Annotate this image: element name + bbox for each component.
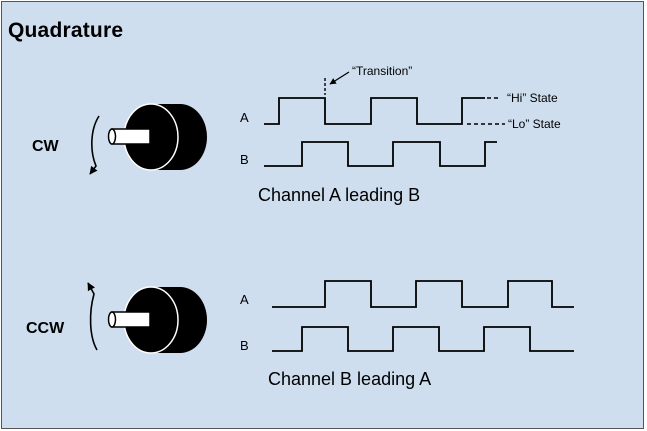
- cw-channel-a-label: A: [240, 110, 249, 125]
- cw-channel-b-waveform: [264, 141, 497, 167]
- ccw-rotation-arrow-icon: [87, 282, 98, 351]
- cw-channel-b-label: B: [240, 152, 249, 167]
- cw-rotation-arrow-icon: [89, 115, 100, 175]
- lo-state-annotation: “Lo” State: [508, 117, 561, 131]
- transition-pointer: [329, 71, 350, 85]
- ccw-motor-icon: [107, 286, 207, 354]
- ccw-channel-a-waveform: [272, 280, 574, 308]
- cw-channel-a-waveform: [264, 97, 485, 125]
- figure-title: Quadrature: [8, 19, 124, 42]
- transition-annotation: “Transition”: [352, 64, 412, 78]
- ccw-channel-a-label: A: [240, 292, 249, 307]
- ccw-channel-b-waveform: [272, 326, 574, 352]
- ccw-label: CCW: [26, 320, 65, 337]
- cw-caption: Channel A leading B: [258, 185, 420, 205]
- cw-motor-icon: [107, 103, 207, 171]
- ccw-caption: Channel B leading A: [268, 369, 431, 389]
- hi-state-annotation: “Hi” State: [507, 91, 558, 105]
- ccw-channel-b-label: B: [240, 338, 249, 353]
- cw-label: CW: [32, 138, 60, 155]
